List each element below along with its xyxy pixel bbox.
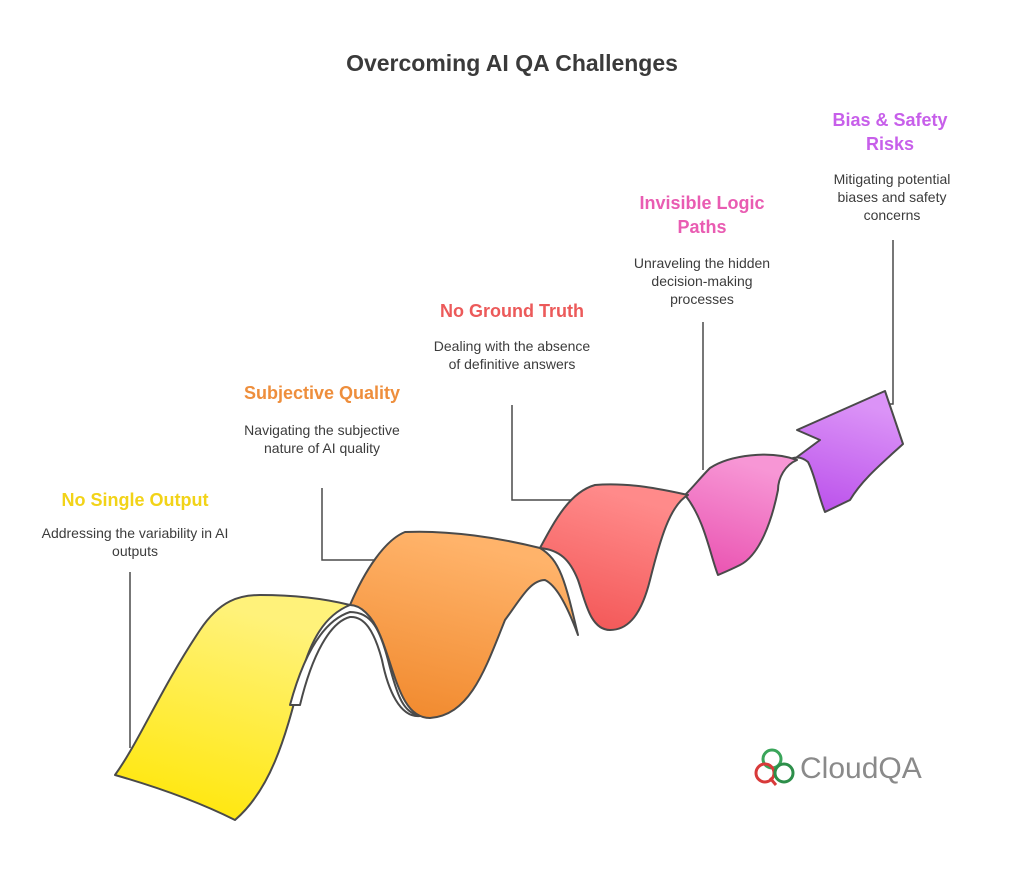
step-heading-4: Invisible Logic Paths [639,193,765,237]
step-description-4: Unraveling the hidden decision-making pr… [633,255,771,307]
logo-wordmark: CloudQA [800,752,922,785]
wave-segment-no-single-output [114,594,351,821]
step-heading-1: No Single Output [61,490,209,510]
step-description-3: Dealing with the absence of definitive a… [433,338,591,372]
step-heading-2: Subjective Quality [243,383,401,403]
diagram-title: Overcoming AI QA Challenges [346,50,678,76]
step-description-5: Mitigating potential biases and safety c… [833,171,951,223]
connector-line-5 [880,240,894,405]
step-heading-3: No Ground Truth [440,301,584,321]
connector-line-3 [511,405,573,501]
wave-segment-no-ground-truth [539,483,689,631]
curl-edge-1 [289,611,421,718]
wave-segment-subjective-quality [349,530,579,719]
step-description-2: Navigating the subjective nature of AI q… [244,422,400,456]
cloudqa-logo-icon [754,748,795,786]
step-description-1: Addressing the variability in AI outputs [41,525,229,559]
connector-line-2 [321,488,378,561]
wave-segment-invisible-logic [684,453,798,576]
wave-segment-bias-safety [777,390,904,513]
step-heading-5: Bias & Safety Risks [832,110,948,154]
